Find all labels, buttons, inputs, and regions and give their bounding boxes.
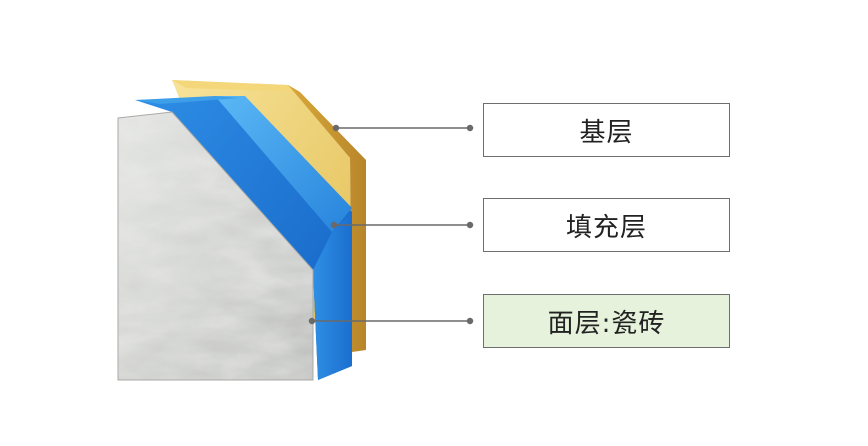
leader-dot-face-end bbox=[466, 317, 474, 325]
fill-layer-slab bbox=[135, 96, 352, 380]
base-layer-side bbox=[288, 85, 366, 352]
label-box-fill-layer: 填充层 bbox=[483, 198, 730, 252]
leader-dot-base-start bbox=[332, 124, 340, 132]
fill-layer-side bbox=[313, 212, 352, 380]
leader-lines bbox=[308, 124, 474, 325]
leader-dot-fill-end bbox=[466, 221, 474, 229]
leader-dot-base-end bbox=[466, 124, 474, 132]
label-base-layer: 基层 bbox=[579, 117, 634, 148]
base-layer-bevel bbox=[172, 80, 300, 92]
fill-layer-bevel bbox=[215, 96, 352, 232]
label-face-layer: 面层:瓷砖 bbox=[547, 308, 666, 339]
leader-dot-face-start bbox=[308, 317, 316, 325]
label-box-base-layer: 基层 bbox=[483, 103, 730, 157]
label-fill-layer: 填充层 bbox=[565, 212, 647, 243]
fill-layer-top bbox=[135, 96, 240, 104]
leader-dot-fill-start bbox=[330, 221, 338, 229]
face-layer-edge bbox=[117, 111, 314, 381]
label-box-face-layer: 面层:瓷砖 bbox=[483, 294, 730, 348]
